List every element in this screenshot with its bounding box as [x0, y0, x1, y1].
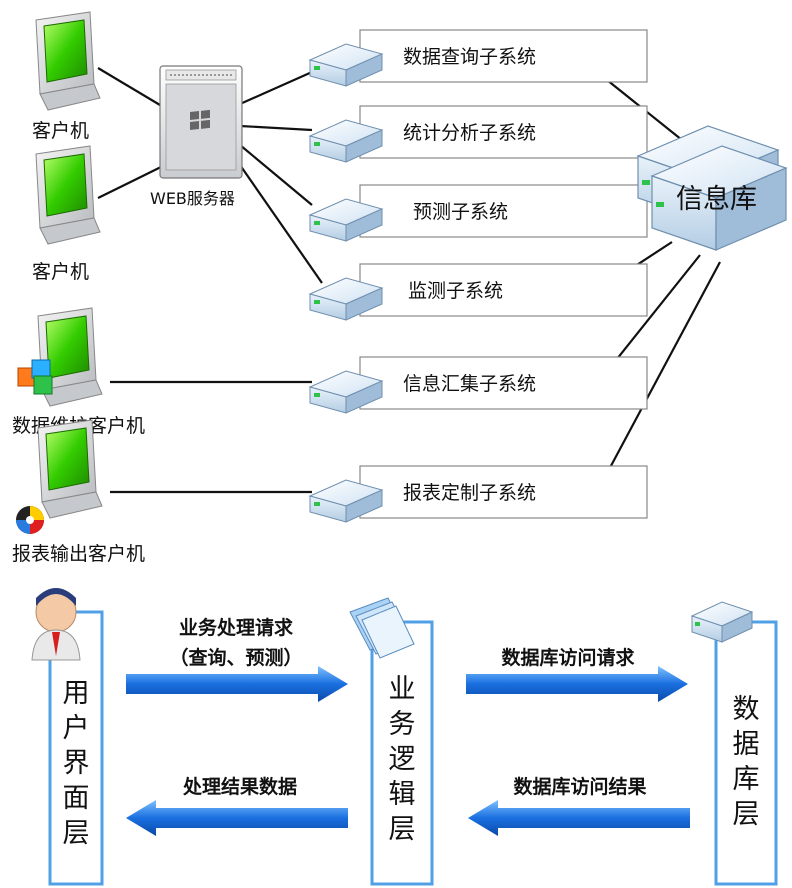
subsystem-3-label: 预测子系统: [413, 201, 508, 223]
subsystem-label-box: [359, 263, 648, 317]
server-tower-icon: [159, 65, 243, 179]
color-wheel-icon: [16, 506, 44, 534]
ui-layer-char: 层: [63, 818, 90, 849]
subsystem-2-label: 统计分析子系统: [403, 122, 536, 144]
subsystem-1: 数据查询子系统: [308, 29, 648, 87]
ui-layer: 用 户 界 面 层: [31, 588, 104, 886]
database-server-icon: [636, 125, 788, 251]
server-box-icon: [308, 198, 384, 242]
arrow-result-2: 数据库访问结果: [468, 775, 690, 836]
client-1-label: 客户机: [32, 120, 89, 142]
subsystem-label-box: [359, 184, 648, 238]
monitor-icon: [35, 11, 101, 111]
subsystem-4-label: 监测子系统: [408, 280, 503, 302]
subsystem-4: 监测子系统: [308, 263, 648, 321]
subsystem-label-box: [359, 29, 648, 83]
monitor-icon: [37, 307, 103, 407]
client-2: 客户机: [32, 145, 101, 283]
link-sub6-db: [596, 261, 721, 493]
logic-layer-panel: [370, 620, 434, 886]
logic-layer-char: 业: [389, 674, 416, 705]
logic-layer-char: 逻: [389, 744, 416, 775]
arrow-request-1-label-line1: 业务处理请求: [179, 616, 294, 639]
server-box-icon: [308, 479, 384, 523]
db-layer-char: 据: [733, 729, 760, 760]
db-layer-panel: [714, 620, 778, 886]
subsystem-label-box: [359, 465, 648, 519]
subsystem-1-label: 数据查询子系统: [403, 46, 536, 68]
link-client2-server: [97, 164, 166, 199]
left-arrow-icon: [126, 800, 348, 836]
subsystem-5-label: 信息汇集子系统: [403, 373, 536, 395]
db-layer-char: 数: [733, 694, 760, 725]
link-server-sub2: [239, 124, 313, 132]
client-3: 数据维护客户机: [12, 307, 145, 437]
web-server: WEB服务器: [150, 65, 243, 208]
windows-logo-icon: [190, 109, 210, 130]
logic-layer-char: 辑: [389, 779, 416, 810]
db-layer-char: 库: [733, 764, 760, 795]
db-layer-char: 层: [733, 799, 760, 830]
subsystem-label-box: [359, 356, 648, 410]
subsystem-6-label: 报表定制子系统: [403, 482, 536, 504]
link-server-sub3: [239, 144, 313, 206]
arrow-result-2-label: 数据库访问结果: [513, 775, 646, 798]
right-arrow-icon: [466, 666, 688, 702]
logic-layer-char: 务: [389, 709, 416, 740]
server-box-icon: [308, 43, 384, 87]
client-1: 客户机: [32, 11, 101, 142]
ui-layer-char: 面: [63, 783, 90, 814]
database-label: 信息库: [676, 184, 757, 215]
monitor-icon: [37, 419, 103, 519]
ui-layer-char: 界: [63, 748, 90, 779]
server-box-icon: [308, 370, 384, 414]
subsystem-5: 信息汇集子系统: [308, 356, 648, 414]
cubes-icon: [17, 359, 53, 395]
web-server-label: WEB服务器: [150, 189, 235, 208]
server-box-icon: [690, 601, 754, 643]
client-4: 报表输出客户机: [12, 419, 145, 565]
right-arrow-icon: [126, 666, 348, 702]
database: 信息库: [636, 125, 788, 251]
logic-layer-char: 层: [389, 814, 416, 845]
left-arrow-icon: [468, 800, 690, 836]
arrow-result-1-label: 处理结果数据: [182, 775, 297, 798]
client-2-label: 客户机: [32, 261, 89, 283]
subsystem-6: 报表定制子系统: [308, 465, 648, 523]
db-layer: 数 据 库 层: [690, 601, 778, 886]
ui-layer-char: 户: [63, 713, 90, 744]
arrow-result-1: 处理结果数据: [126, 775, 348, 836]
document-stack-icon: [349, 597, 415, 659]
server-box-icon: [308, 119, 384, 163]
monitor-icon: [35, 145, 101, 245]
link-client1-server: [97, 67, 166, 109]
ui-layer-char: 用: [63, 678, 90, 709]
client-4-label: 报表输出客户机: [12, 543, 145, 565]
arrow-request-1: 业务处理请求 （查询、预测）: [126, 616, 348, 702]
arrow-request-1-label-line2: （查询、预测）: [169, 646, 302, 669]
server-box-icon: [308, 277, 384, 321]
arrow-request-2: 数据库访问请求: [466, 646, 688, 702]
link-server-sub4: [239, 164, 323, 284]
subsystem-2: 统计分析子系统: [308, 105, 648, 163]
user-avatar-icon: [31, 588, 81, 661]
arrow-request-2-label: 数据库访问请求: [501, 646, 635, 669]
link-server-sub1: [239, 70, 313, 106]
logic-layer: 业 务 逻 辑 层: [349, 597, 434, 886]
subsystem-3: 预测子系统: [308, 184, 648, 242]
